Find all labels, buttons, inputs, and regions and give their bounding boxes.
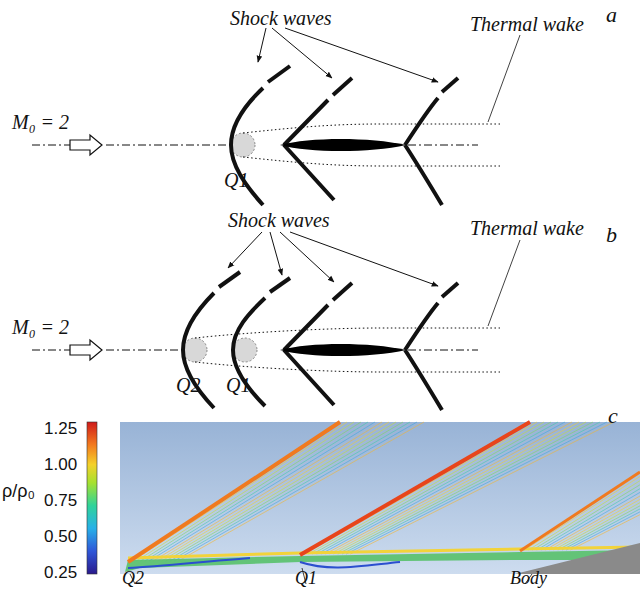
contour-line (562, 472, 640, 550)
contour-line (549, 472, 640, 550)
contour-line (313, 422, 551, 554)
contour-line (329, 422, 579, 554)
contour-line (350, 422, 614, 554)
body-label: Body (510, 569, 547, 587)
contour-line (145, 422, 368, 561)
contour-line (566, 472, 640, 550)
contour-line (178, 422, 424, 561)
panel-letter: c (608, 405, 618, 427)
axis-title: ρ/ρ₀ (2, 482, 35, 500)
contour-line (558, 472, 640, 550)
contour-line (153, 422, 382, 561)
panel-letter: a (606, 4, 617, 26)
panel-a (32, 28, 520, 205)
contour-line (166, 422, 403, 561)
contour-line (545, 472, 640, 550)
panel-c (87, 422, 640, 584)
annotation: Thermal wake (470, 14, 584, 34)
tick-label: 0.75 (44, 492, 77, 509)
annotation: Thermal wake (470, 218, 584, 238)
contour-line (157, 422, 389, 561)
contour-line (174, 422, 417, 561)
contour-line (162, 422, 396, 561)
contour-line (317, 422, 558, 554)
source-label: Q2 (122, 569, 144, 587)
annotation: Shock waves (228, 210, 330, 230)
contour-line (338, 422, 593, 554)
contour-line (325, 422, 572, 554)
contour-line (136, 422, 354, 561)
tick-label: 0.50 (44, 528, 77, 545)
mach-label: M₀ = 2 (12, 317, 69, 337)
contour-line (342, 422, 600, 554)
source-label: Q2 (176, 375, 200, 395)
tick-label: 1.25 (44, 420, 77, 437)
annotation: Shock waves (230, 8, 332, 28)
panel-b (32, 232, 520, 410)
contour-line (308, 422, 544, 554)
panel-letter: b (606, 224, 617, 246)
contour-line (554, 472, 640, 550)
tick-label: 0.25 (44, 564, 77, 581)
tick-label: 1.00 (44, 456, 77, 473)
source-label: Q1 (226, 375, 250, 395)
mach-label: M₀ = 2 (12, 112, 69, 132)
source-label: Q1 (224, 170, 248, 190)
source-label: Q1 (295, 569, 317, 587)
contour-line (149, 422, 375, 561)
contour-line (321, 422, 565, 554)
